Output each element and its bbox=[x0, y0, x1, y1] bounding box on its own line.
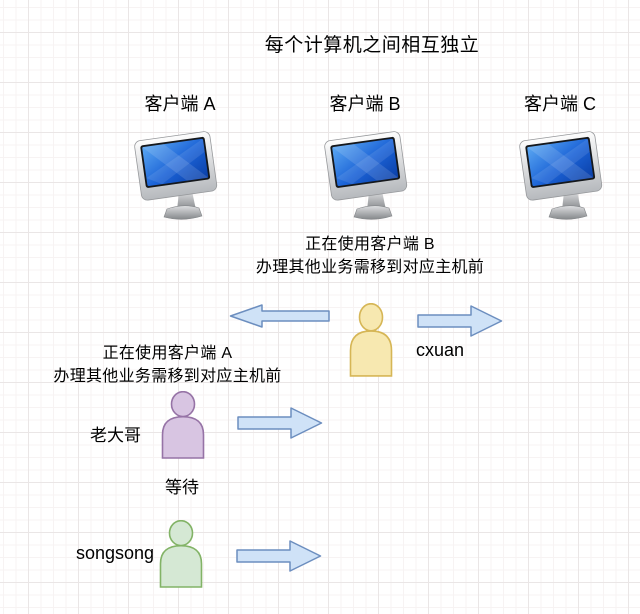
status-text-client-b-line1: 正在使用客户端 B bbox=[305, 236, 435, 253]
block-arrow-right-icon-laodage bbox=[237, 407, 323, 439]
block-arrow-right-icon-cxuan bbox=[417, 305, 503, 337]
person-icon-songsong bbox=[159, 520, 203, 588]
client-label-c: 客户端 C bbox=[524, 94, 596, 114]
person-icon-cxuan bbox=[349, 303, 393, 377]
user-label-cxuan: cxuan bbox=[416, 340, 465, 360]
status-text-client-a-line2: 办理其他业务需移到对应主机前 bbox=[53, 368, 282, 385]
computer-monitor-icon-b bbox=[324, 131, 408, 220]
status-text-client-a: 正在使用客户端 A 办理其他业务需移到对应主机前 bbox=[45, 342, 290, 388]
diagram-title: 每个计算机之间相互独立 bbox=[264, 35, 480, 56]
waiting-label: 等待 bbox=[165, 478, 199, 497]
client-label-a: 客户端 A bbox=[144, 94, 216, 114]
status-text-client-b: 正在使用客户端 B 办理其他业务需移到对应主机前 bbox=[240, 233, 500, 279]
block-arrow-right-icon-songsong bbox=[236, 540, 322, 572]
client-label-b: 客户端 B bbox=[329, 94, 401, 114]
user-label-laodage: 老大哥 bbox=[90, 426, 141, 445]
user-label-songsong: songsong bbox=[76, 543, 155, 563]
status-text-client-b-line2: 办理其他业务需移到对应主机前 bbox=[255, 259, 485, 276]
computer-monitor-icon-c bbox=[519, 131, 603, 220]
computer-monitor-icon-a bbox=[134, 131, 218, 220]
block-arrow-left-icon bbox=[229, 304, 330, 328]
status-text-client-a-line1: 正在使用客户端 A bbox=[102, 345, 233, 362]
person-icon-laodage bbox=[161, 391, 205, 459]
